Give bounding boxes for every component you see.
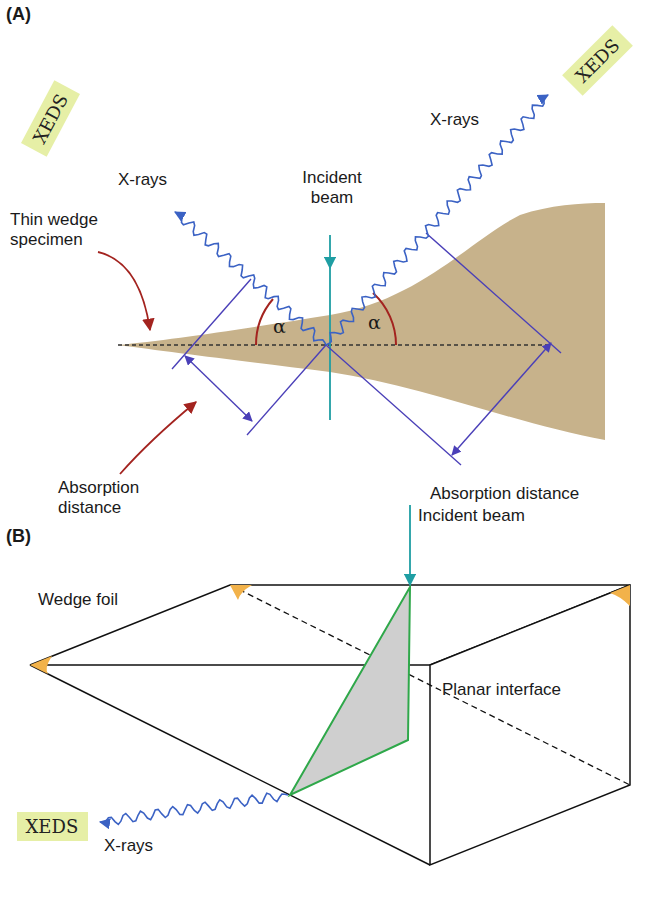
construction-line bbox=[426, 233, 561, 353]
panel-letter: (A) bbox=[6, 4, 31, 25]
panel-letter: (B) bbox=[6, 526, 31, 547]
detector-label: XEDS bbox=[571, 34, 623, 86]
dimension-label: Absorption distance bbox=[58, 478, 170, 517]
ray-label: X-rays bbox=[118, 170, 167, 190]
x-ray-path bbox=[326, 95, 548, 345]
foil-back-face bbox=[430, 585, 630, 865]
dimension-arrow bbox=[452, 343, 551, 455]
beam-label: Incident beam bbox=[418, 506, 525, 526]
leader-arrow bbox=[120, 402, 196, 474]
center-line bbox=[118, 344, 548, 345]
angle-arc bbox=[256, 299, 273, 345]
ray-label: X-rays bbox=[104, 836, 153, 856]
dimension-label: Absorption distance bbox=[430, 484, 579, 504]
angle-symbol: α bbox=[368, 312, 381, 334]
ray-label: X-rays bbox=[430, 110, 479, 130]
detector-box: XEDS bbox=[17, 812, 88, 841]
interface-label: Planar interface bbox=[442, 680, 561, 700]
angle-symbol: α bbox=[273, 316, 286, 338]
foil-label: Wedge foil bbox=[38, 590, 118, 610]
construction-line bbox=[326, 345, 461, 465]
beam-label: Incident beam bbox=[292, 168, 372, 207]
planar-interface bbox=[290, 587, 410, 795]
x-ray-path bbox=[175, 212, 326, 345]
construction-line bbox=[172, 279, 251, 369]
detector-label: XEDS bbox=[28, 90, 71, 147]
corner-mark bbox=[230, 585, 252, 600]
x-ray-path bbox=[100, 793, 288, 824]
x-ray-paths bbox=[100, 95, 548, 824]
corner-mark bbox=[610, 585, 630, 606]
incident-beam bbox=[409, 505, 411, 585]
dimension-arrow bbox=[185, 356, 252, 421]
corner-mark bbox=[30, 656, 52, 674]
detector-label: XEDS bbox=[26, 816, 79, 837]
detector-box: XEDS bbox=[21, 80, 80, 156]
specimen-label: Thin wedge specimen bbox=[10, 210, 110, 249]
incident-beam bbox=[329, 235, 331, 268]
leader-arrow bbox=[98, 252, 150, 330]
construction-line bbox=[247, 345, 326, 435]
wedge-specimen bbox=[118, 203, 605, 440]
detector-box: XEDS bbox=[562, 25, 633, 96]
hidden-edge bbox=[230, 585, 630, 785]
